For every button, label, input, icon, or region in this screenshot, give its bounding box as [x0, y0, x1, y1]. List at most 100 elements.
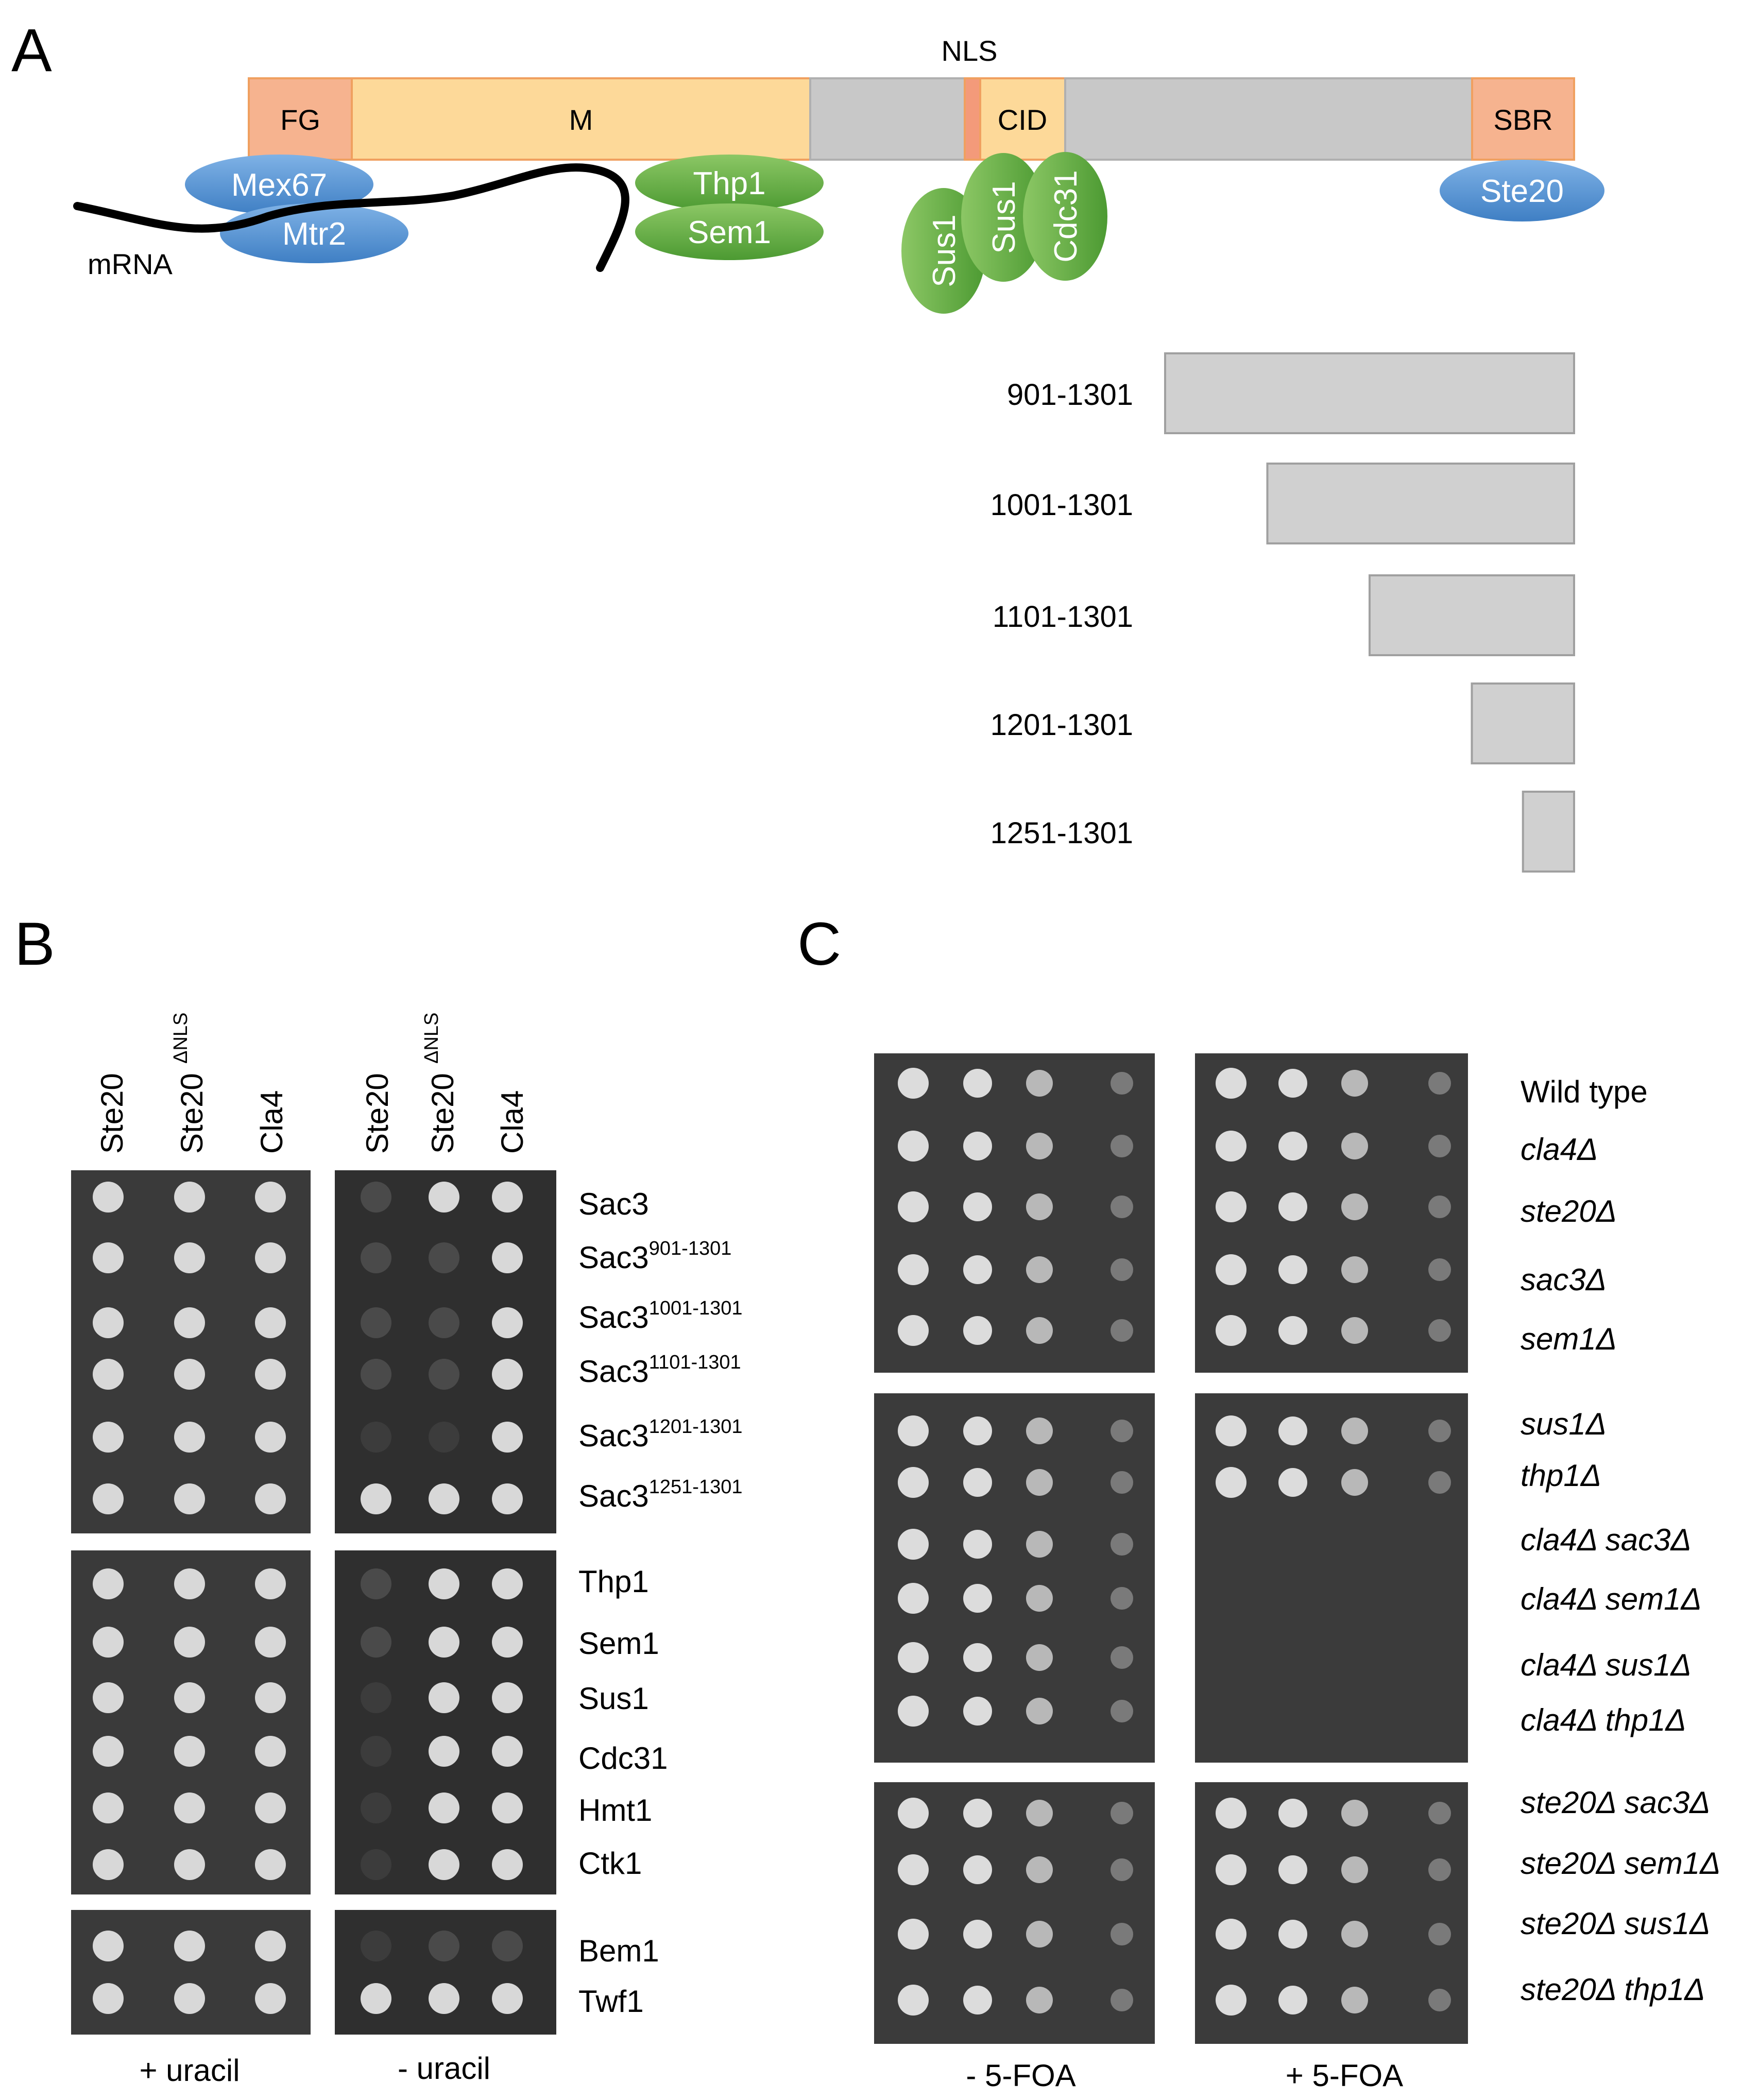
- yeast-colony-spot: [361, 1736, 391, 1767]
- row-thp1: Thp1: [578, 1564, 649, 1599]
- yeast-colony-spot: [361, 1682, 391, 1713]
- strain-cla4-sus1: cla4Δ sus1Δ: [1521, 1648, 1692, 1682]
- yeast-colony-spot: [492, 1627, 523, 1658]
- row-sac3-901: Sac3901-1301: [578, 1238, 731, 1275]
- strain-ste20-thp1: ste20Δ thp1Δ: [1521, 1972, 1705, 2007]
- yeast-colony-spot: [1216, 1985, 1246, 2016]
- yeast-colony-spot: [492, 1682, 523, 1713]
- yeast-colony-spot: [1111, 1989, 1133, 2011]
- yeast-colony-spot: [963, 1530, 992, 1559]
- thp1-label: Thp1: [693, 166, 765, 201]
- yeast-colony-spot: [1341, 1800, 1368, 1826]
- yeast-colony-spot: [898, 1415, 929, 1446]
- yeast-colony-spot: [1216, 1191, 1246, 1222]
- row-hmt1: Hmt1: [578, 1793, 652, 1828]
- yeast-colony-spot: [429, 1931, 459, 1961]
- yeast-colony-spot: [174, 1182, 205, 1213]
- panel-c-spot-assay: Wild type cla4Δ ste20Δ sac3Δ sem1Δ sus1Δ…: [874, 1053, 1720, 2093]
- strain-sus1: sus1Δ: [1521, 1407, 1607, 1441]
- sus1-label-1: Sus1: [927, 214, 962, 287]
- yeast-colony-spot: [1111, 1858, 1133, 1881]
- yeast-colony-spot: [255, 1792, 286, 1823]
- yeast-colony-spot: [361, 1792, 391, 1823]
- yeast-colony-spot: [492, 1422, 523, 1453]
- row-ctk1: Ctk1: [578, 1846, 642, 1881]
- mtr2-label: Mtr2: [282, 216, 346, 252]
- domain-fg-label: FG: [280, 104, 320, 136]
- yeast-colony-spot: [1026, 1856, 1053, 1883]
- yeast-colony-spot: [1111, 1196, 1133, 1218]
- cdc31-ellipse: [1023, 152, 1107, 281]
- yeast-colony-spot: [255, 1849, 286, 1880]
- yeast-colony-spot: [361, 1242, 391, 1273]
- yeast-colony-spot: [174, 1682, 205, 1713]
- yeast-colony-spot: [361, 1568, 391, 1599]
- agar-plate: [335, 1550, 556, 1894]
- yeast-colony-spot: [1428, 1072, 1451, 1095]
- domain-cid-label: CID: [998, 104, 1047, 136]
- yeast-colony-spot: [1428, 1135, 1451, 1157]
- strain-cla4-thp1: cla4Δ thp1Δ: [1521, 1703, 1686, 1737]
- yeast-colony-spot: [429, 1849, 459, 1880]
- yeast-colony-spot: [429, 1568, 459, 1599]
- yeast-colony-spot: [492, 1983, 523, 2014]
- yeast-colony-spot: [963, 1255, 992, 1284]
- row-bem1: Bem1: [578, 1934, 659, 1968]
- yeast-colony-spot: [898, 1642, 929, 1673]
- yeast-colony-spot: [963, 1468, 992, 1497]
- row-sac3-1201-base: Sac3: [578, 1419, 649, 1453]
- yeast-colony-spot: [1026, 1193, 1053, 1220]
- row-sac3-1001-base: Sac3: [578, 1300, 649, 1335]
- yeast-colony-spot: [898, 1131, 929, 1162]
- domain-nls: [964, 77, 981, 161]
- strain-cla4-sac3: cla4Δ sac3Δ: [1521, 1523, 1692, 1557]
- yeast-colony-spot: [174, 1736, 205, 1767]
- yeast-colony-spot: [492, 1792, 523, 1823]
- yeast-colony-spot: [429, 1422, 459, 1453]
- yeast-colony-spot: [93, 1983, 124, 2014]
- thp1-ellipse: [635, 155, 824, 211]
- yeast-colony-spot: [1428, 1923, 1451, 1945]
- row-sac3-901-sup: 901-1301: [649, 1238, 732, 1259]
- agar-plate: [71, 1170, 311, 1533]
- yeast-colony-spot: [361, 1983, 391, 2014]
- mex67-ellipse: [185, 155, 373, 214]
- yeast-colony-spot: [361, 1483, 391, 1514]
- yeast-colony-spot: [1216, 1068, 1246, 1099]
- strain-thp1: thp1Δ: [1521, 1458, 1601, 1493]
- sac3-domain-diagram: NLS FG M CID SBR Mex67 Mtr2 Ste20 mRNA T…: [73, 35, 1604, 873]
- yeast-colony-spot: [255, 1359, 286, 1390]
- yeast-colony-spot: [898, 1798, 929, 1829]
- yeast-colony-spot: [255, 1983, 286, 2014]
- y2h-plates: [71, 1170, 556, 2035]
- domain-cid: [979, 77, 1066, 161]
- yeast-colony-spot: [1428, 1858, 1451, 1881]
- ste20-diagram-label: Ste20: [1480, 174, 1564, 209]
- yeast-colony-spot: [1428, 1258, 1451, 1281]
- row-sac3-1201: Sac31201-1301: [578, 1416, 743, 1453]
- col-cla4-left: Cla4: [254, 1090, 289, 1154]
- truncation-bar: [1471, 682, 1575, 764]
- yeast-colony-spot: [1111, 1135, 1133, 1157]
- domain-m-label: M: [569, 104, 593, 136]
- yeast-colony-spot: [898, 1254, 929, 1285]
- yeast-colony-spot: [1111, 1923, 1133, 1945]
- truncation-bar: [1164, 352, 1575, 434]
- ste20-ellipse: [1440, 160, 1604, 221]
- yeast-colony-spot: [1026, 1644, 1053, 1671]
- yeast-colony-spot: [963, 1584, 992, 1613]
- yeast-colony-spot: [492, 1931, 523, 1961]
- truncation-bar: [1266, 463, 1575, 544]
- yeast-colony-spot: [1111, 1319, 1133, 1342]
- yeast-colony-spot: [963, 1697, 992, 1726]
- yeast-colony-spot: [1026, 1531, 1053, 1558]
- yeast-colony-spot: [361, 1627, 391, 1658]
- yeast-colony-spot: [1111, 1258, 1133, 1281]
- row-sac3-1251: Sac31251-1301: [578, 1476, 743, 1513]
- truncation-constructs: 901-13011001-13011101-13011201-13011251-…: [990, 352, 1575, 873]
- yeast-colony-spot: [963, 1316, 992, 1345]
- row-sac3-1101-sup: 1101-1301: [649, 1352, 741, 1373]
- yeast-colony-spot: [1111, 1533, 1133, 1556]
- yeast-colony-spot: [174, 1627, 205, 1658]
- yeast-colony-spot: [898, 1529, 929, 1560]
